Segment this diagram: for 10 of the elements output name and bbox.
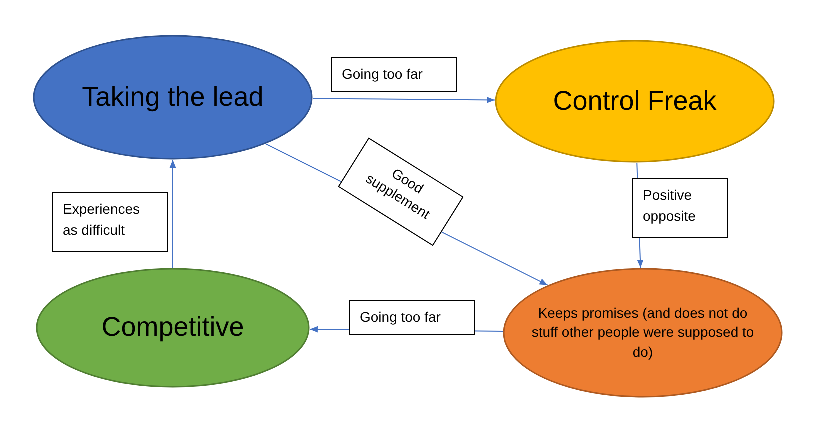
arrow (312, 97, 496, 104)
edge-label: Experiences as difficult (52, 192, 168, 252)
arrow (170, 160, 176, 268)
node-label: Control Freak (553, 84, 717, 118)
node-label: Keeps promises (and does not do stuff other people were supposed to do) (530, 304, 756, 362)
edge-label: Positive opposite (632, 178, 728, 238)
node-label: Competitive (102, 311, 244, 344)
node-label: Taking the lead (82, 80, 264, 114)
edge-label: Going too far (331, 57, 457, 92)
edge-label: Going too far (349, 300, 475, 335)
